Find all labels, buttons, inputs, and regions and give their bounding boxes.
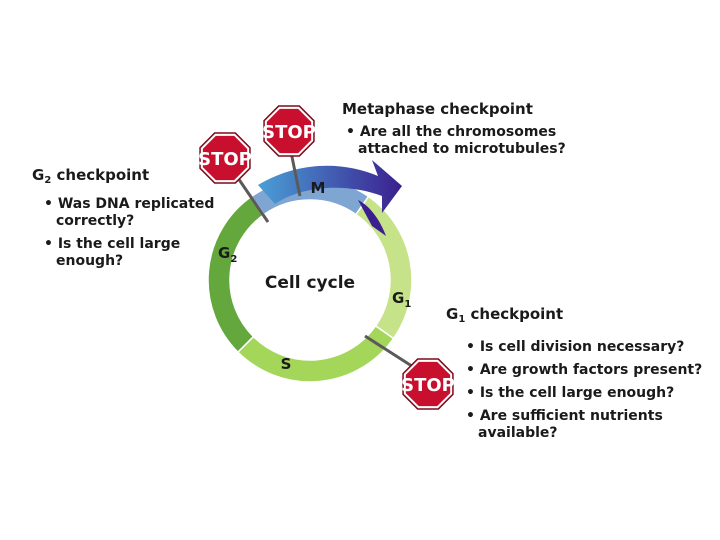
stop-sign-metaphase: STOP — [262, 105, 316, 157]
octagon-face-icon — [405, 361, 451, 407]
phase-label-g1: G1 — [392, 289, 411, 310]
list-item: Is the cell large enough? — [466, 385, 708, 402]
octagon-face-icon — [266, 108, 312, 154]
stop-sign-g2: STOP — [198, 132, 252, 184]
g1-checkpoint-title: G1 checkpoint — [446, 305, 564, 325]
metaphase-stop-connector — [289, 151, 302, 197]
list-item: Are growth factors present? — [466, 362, 708, 379]
g2-checkpoint-list: Was DNA replicated correctly? Is the cel… — [32, 196, 218, 270]
stop-label: STOP — [198, 149, 252, 170]
metaphase-checkpoint-title: Metaphase checkpoint — [342, 100, 533, 118]
list-item: Is cell division necessary? — [466, 339, 708, 356]
g2-checkpoint-title: G2 checkpoint — [32, 166, 150, 186]
list-item: Are sufficient nutrients available? — [466, 408, 708, 442]
stop-label: STOP — [262, 122, 316, 143]
octagon-face-icon — [202, 135, 248, 181]
g2-stop-connector — [236, 177, 270, 223]
metaphase-checkpoint-list: Are all the chromosomes attached to micr… — [342, 124, 582, 158]
g1-checkpoint: G1 checkpoint Is cell division necessary… — [446, 305, 708, 448]
list-item: Are all the chromosomes attached to micr… — [346, 124, 582, 158]
g1-checkpoint-list: Is cell division necessary? Are growth f… — [446, 339, 708, 442]
list-item: Was DNA replicated correctly? — [44, 196, 218, 230]
center-label: Cell cycle — [265, 273, 355, 293]
g1-stop-connector — [364, 334, 419, 372]
stop-sign-g1: STOP — [401, 358, 455, 410]
s-phase-segment — [236, 324, 395, 383]
g2-checkpoint: G2 checkpoint Was DNA replicated correct… — [32, 166, 218, 276]
phase-label-m: M — [311, 179, 326, 197]
m-arrow-inner-tail — [358, 200, 386, 236]
metaphase-checkpoint: Metaphase checkpoint Are all the chromos… — [342, 100, 582, 164]
g1-phase-segment — [354, 195, 413, 340]
phase-label-s: S — [281, 355, 292, 373]
stop-label: STOP — [401, 375, 455, 396]
list-item: Is the cell large enough? — [44, 236, 218, 270]
phase-label-g2: G2 — [218, 244, 237, 265]
